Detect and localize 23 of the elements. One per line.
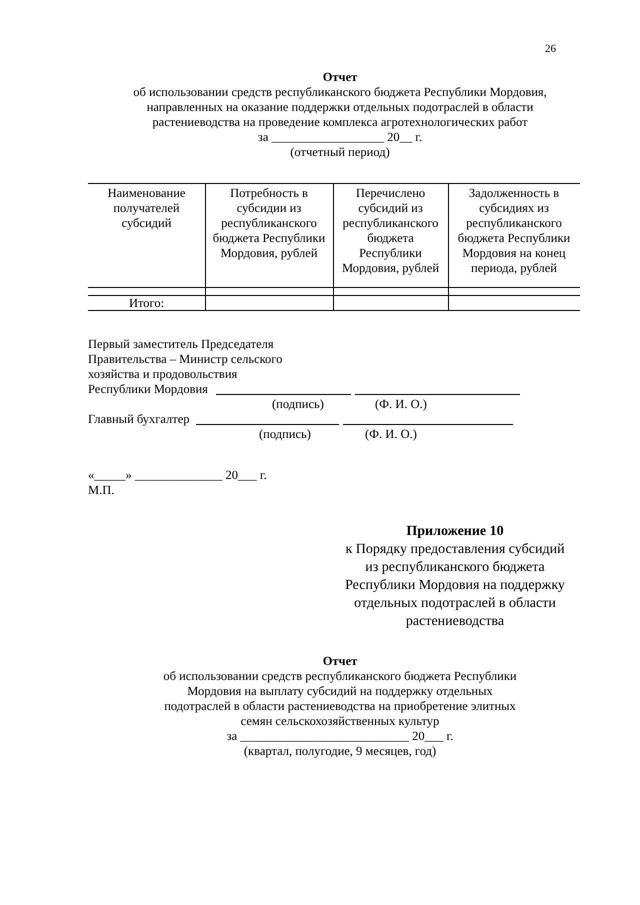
period-hint: (отчетный период) [289, 145, 391, 160]
header-cell-text: Перечислено субсидий из республиканского бюджета Республики Мордовия, рублей [340, 186, 440, 276]
signatory-title: Республики Мордовия [88, 382, 208, 397]
report-title: Отчет [322, 654, 358, 669]
header-cell-text: Задолженность в субсидиях из республиканского бюджета Республики Мордовия на конец периода, рублей [456, 186, 572, 276]
page-number: 26 [545, 42, 556, 57]
period-line: за __________________ 20__ г. [256, 130, 424, 145]
appendix-title: Приложение 10 [405, 523, 505, 541]
name-hint: (Ф. И. О.) [375, 397, 427, 412]
period-hint: (квартал, полугодие, 9 месяцев, год) [242, 744, 438, 759]
signatory-title: Первый заместитель Председателя Правительства – Министр сельского хозяйства и продовольствия [88, 337, 284, 382]
signature-hint: (подпись) [259, 427, 311, 442]
total-cell-text: Итого: [128, 296, 166, 311]
period-line: за ___________________________ 20___ г. [226, 729, 454, 744]
stamp-mark: М.П. [88, 483, 114, 498]
accountant-title: Главный бухгалтер [88, 412, 190, 427]
header-cell-text: Потребность в субсидии из республиканского бюджета Республики Мордовия, рублей [212, 186, 326, 261]
signature-hint: (подпись) [272, 397, 324, 412]
header-cell-text: Наименование получателей субсидий [106, 186, 186, 231]
appendix-text: к Порядку предоставления субсидий из республиканского бюджета Республики Мордовия на поддержку отдельных подотраслей в области растениеводства [344, 541, 566, 631]
report-title: Отчет [322, 70, 358, 85]
name-hint: (Ф. И. О.) [365, 427, 417, 442]
date-line: «_____» ______________ 20___ г. [88, 468, 267, 483]
